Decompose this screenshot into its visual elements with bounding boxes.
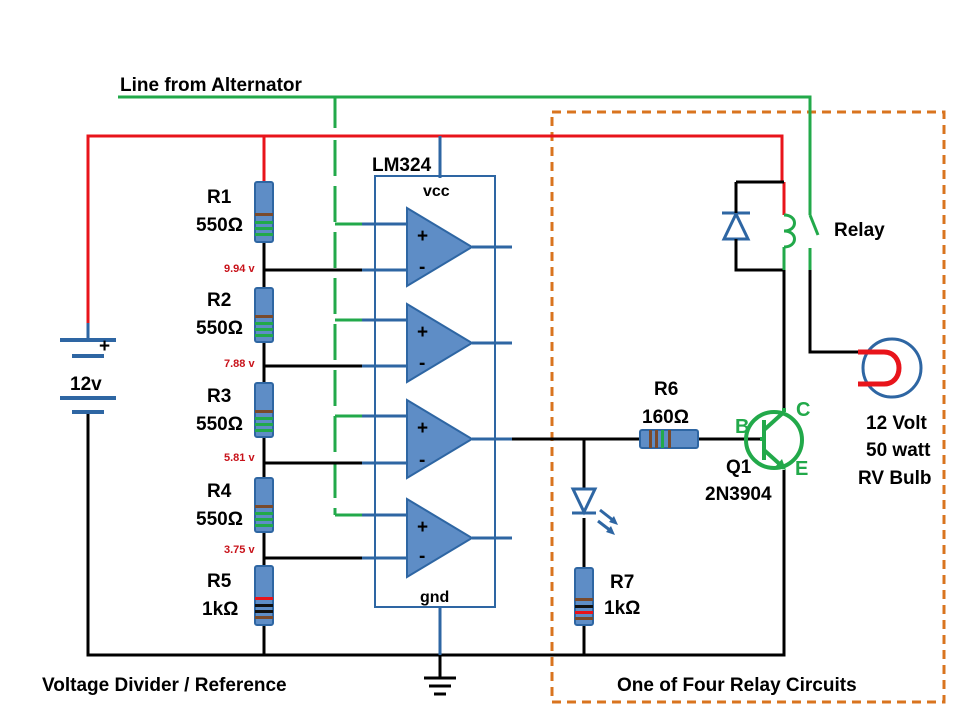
ground-wiring [86, 412, 786, 678]
alternator-line-label: Line from Alternator [120, 75, 303, 96]
r7-value-label: 1kΩ [604, 598, 640, 619]
r2-tap-voltage: 7.88 v [224, 358, 255, 370]
transistor-emitter-arrow-icon [775, 459, 786, 470]
divider-wiring [262, 242, 362, 568]
opamp-4-minus: - [419, 546, 425, 567]
r7-ref-label: R7 [610, 572, 634, 593]
flyback-diode-icon [721, 182, 751, 270]
resistor-r4 [254, 477, 274, 533]
transistor-q1-icon [744, 408, 804, 470]
r4-ref-label: R4 [207, 481, 232, 502]
lm324-vcc-label: vcc [423, 183, 450, 200]
r1-value-label: 550Ω [196, 215, 243, 236]
opamp-2-plus: + [417, 322, 428, 343]
opamp-1: + - [406, 206, 474, 288]
lm324-ic-outline [374, 175, 496, 608]
r2-ref-label: R2 [207, 290, 231, 311]
divider-caption: Voltage Divider / Reference [42, 675, 287, 696]
r2-value-label: 550Ω [196, 318, 243, 339]
r5-ref-label: R5 [207, 571, 232, 592]
opamp-3: + - [406, 398, 474, 480]
resistor-r6 [639, 429, 699, 449]
opamp-1-plus: + [417, 226, 428, 247]
r4-value-label: 550Ω [196, 509, 243, 530]
relay-label: Relay [834, 220, 885, 241]
r6-value-label: 160Ω [642, 407, 689, 428]
relay-circuit-boundary [550, 110, 946, 704]
opamp-4-plus: + [417, 517, 428, 538]
q1-pin-b: B [735, 416, 749, 438]
ground-symbol-icon [424, 676, 456, 696]
battery-plus-label: + [99, 336, 110, 357]
battery-symbol: + 12v [60, 323, 116, 414]
opamp-3-plus: + [417, 418, 428, 439]
lm324-gnd-label: gnd [420, 589, 449, 606]
opamp-1-minus: - [419, 257, 425, 278]
battery-voltage-label: 12v [70, 374, 102, 395]
resistor-r5 [254, 565, 274, 626]
q1-ref-label: Q1 [726, 457, 752, 478]
q1-pin-e: E [795, 458, 808, 480]
opamp-input-stubs [362, 222, 512, 560]
rv-bulb-icon [858, 337, 923, 399]
relay-coil-icon [782, 213, 796, 270]
relay-caption: One of Four Relay Circuits [617, 675, 857, 696]
lm324-name-label: LM324 [372, 155, 432, 176]
q1-pin-c: C [796, 399, 810, 421]
r1-ref-label: R1 [207, 187, 232, 208]
power-rail [86, 134, 786, 323]
opamp-3-minus: - [419, 450, 425, 471]
r1-tap-voltage: 9.94 v [224, 263, 255, 275]
r6-ref-label: R6 [654, 379, 678, 400]
resistor-r3 [254, 382, 274, 438]
r5-value-label: 1kΩ [202, 599, 238, 620]
q1-part-label: 2N3904 [705, 484, 772, 505]
bulb-label-line3: RV Bulb [858, 468, 932, 489]
resistor-r1 [254, 181, 274, 243]
bulb-label-line1: 12 Volt [866, 413, 928, 434]
opamp-2-minus: - [419, 353, 425, 374]
r3-value-label: 550Ω [196, 414, 243, 435]
r3-ref-label: R3 [207, 386, 231, 407]
bulb-label-line2: 50 watt [866, 440, 931, 461]
opamp-4: + - [406, 497, 474, 579]
r4-tap-voltage: 3.75 v [224, 544, 255, 556]
alternator-line [118, 95, 820, 517]
opamp-2: + - [406, 302, 474, 384]
led-icon [570, 487, 618, 535]
r3-tap-voltage: 5.81 v [224, 452, 255, 464]
resistor-r2 [254, 287, 274, 343]
resistor-r7 [574, 567, 594, 626]
